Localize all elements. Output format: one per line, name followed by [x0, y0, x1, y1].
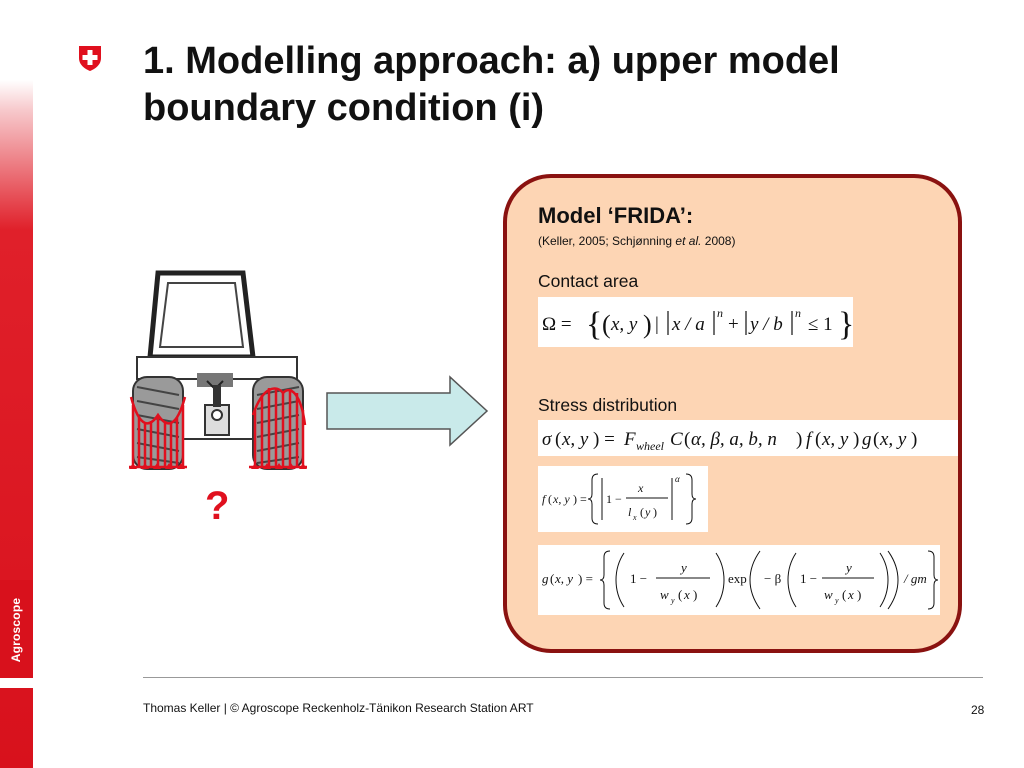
- svg-text:x, y: x, y: [552, 492, 570, 506]
- side-divider: [0, 678, 33, 688]
- svg-text:y: y: [670, 596, 675, 605]
- svg-text:(: (: [550, 571, 554, 586]
- svg-text:w: w: [660, 587, 669, 602]
- svg-text:y: y: [679, 560, 687, 575]
- svg-text:y: y: [834, 596, 839, 605]
- svg-text:): ): [853, 429, 859, 450]
- svg-text:x: x: [632, 513, 637, 522]
- svg-text:x, y: x, y: [610, 314, 638, 335]
- question-mark: ?: [205, 484, 230, 528]
- svg-text:(: (: [873, 429, 879, 450]
- svg-text:): ): [693, 587, 697, 602]
- title-line-2: boundary condition (i): [143, 87, 545, 129]
- footer-divider: [143, 677, 983, 678]
- svg-text:1 −: 1 −: [606, 492, 622, 506]
- agroscope-logo-text: Agroscope: [9, 597, 23, 663]
- svg-text:x: x: [847, 587, 854, 602]
- svg-text:{: {: [586, 306, 602, 343]
- svg-text:F: F: [623, 429, 636, 450]
- svg-text:(: (: [684, 429, 690, 450]
- svg-text:(: (: [640, 505, 644, 519]
- tractor-illustration: [129, 270, 307, 470]
- svg-text:σ: σ: [542, 429, 552, 450]
- right-arrow-icon: [326, 375, 489, 447]
- svg-text:C: C: [670, 429, 683, 450]
- svg-text:+: +: [728, 314, 739, 335]
- svg-text:(: (: [602, 310, 611, 339]
- model-reference: (Keller, 2005; Schjønning et al. 2008): [538, 234, 735, 248]
- title-line-1: 1. Modelling approach: a) upper model: [143, 40, 840, 82]
- ref-etal: et al.: [675, 234, 702, 248]
- svg-text:x / a: x / a: [671, 314, 705, 335]
- svg-text:/ gm: / gm: [903, 571, 927, 586]
- svg-text:(: (: [815, 429, 821, 450]
- footer-credit: Thomas Keller | © Agroscope Reckenholz-T…: [143, 701, 534, 715]
- svg-text:l: l: [628, 505, 632, 519]
- g-function-equation: g ( x, y ) = 1 − y w y ( x ) exp − β 1 −…: [538, 545, 940, 615]
- svg-text:− β: − β: [764, 571, 782, 586]
- page-number: 28: [971, 703, 985, 717]
- ref-suffix: 2008): [701, 234, 736, 248]
- svg-text:g: g: [862, 429, 872, 450]
- svg-text:): ): [796, 429, 802, 450]
- svg-text:y / b: y / b: [748, 314, 783, 335]
- svg-text:x, y: x, y: [554, 571, 573, 586]
- svg-text:|: |: [655, 314, 659, 335]
- ref-prefix: (Keller, 2005; Schjønning: [538, 234, 676, 248]
- svg-text:x, y: x, y: [821, 429, 849, 450]
- svg-text:f: f: [806, 429, 814, 450]
- svg-text:y: y: [844, 560, 852, 575]
- f-function-equation: f ( x, y ) = 1 − x l x ( y ) α: [538, 466, 708, 532]
- svg-text:): ): [857, 587, 861, 602]
- svg-text:y: y: [644, 505, 651, 519]
- svg-text:α, β, a, b, n: α, β, a, b, n: [691, 429, 777, 450]
- model-title: Model ‘FRIDA’:: [538, 203, 694, 228]
- svg-text:f: f: [542, 492, 547, 506]
- svg-text:Ω =: Ω =: [542, 314, 572, 335]
- svg-text:≤ 1: ≤ 1: [808, 314, 833, 335]
- svg-text:g: g: [542, 571, 549, 586]
- stress-main-equation: σ ( x, y ) = F wheel C ( α, β, a, b, n )…: [538, 420, 958, 456]
- svg-text:(: (: [555, 429, 561, 450]
- svg-text:x: x: [637, 481, 644, 495]
- svg-text:α: α: [675, 474, 680, 484]
- svg-text:n: n: [795, 306, 801, 320]
- svg-text:n: n: [717, 306, 723, 320]
- svg-text:(: (: [678, 587, 682, 602]
- svg-text:) =: ) =: [573, 492, 587, 506]
- svg-text:1 −: 1 −: [630, 571, 647, 586]
- svg-text:(: (: [842, 587, 846, 602]
- svg-text:w: w: [824, 587, 833, 602]
- svg-text:x, y: x, y: [879, 429, 907, 450]
- svg-text:1 −: 1 −: [800, 571, 817, 586]
- svg-text:): ): [643, 310, 652, 339]
- svg-text:}: }: [838, 306, 853, 343]
- svg-text:): ): [653, 505, 657, 519]
- svg-text:x: x: [683, 587, 690, 602]
- svg-text:) =: ) =: [593, 429, 615, 450]
- stress-distribution-label: Stress distribution: [538, 395, 678, 415]
- contact-area-label: Contact area: [538, 271, 639, 291]
- svg-text:x, y: x, y: [561, 429, 589, 450]
- svg-text:) =: ) =: [578, 571, 593, 586]
- agroscope-logo: [0, 580, 33, 680]
- swiss-cross-icon: [79, 46, 101, 71]
- contact-area-equation: Ω = { ( x, y ) | x / a n + y / b n ≤ 1 }: [538, 297, 853, 347]
- svg-text:(: (: [548, 492, 552, 506]
- svg-text:exp: exp: [728, 571, 747, 586]
- svg-text:): ): [911, 429, 917, 450]
- page-title: 1. Modelling approach: a) upper model bo…: [143, 38, 1003, 132]
- svg-text:wheel: wheel: [636, 439, 665, 453]
